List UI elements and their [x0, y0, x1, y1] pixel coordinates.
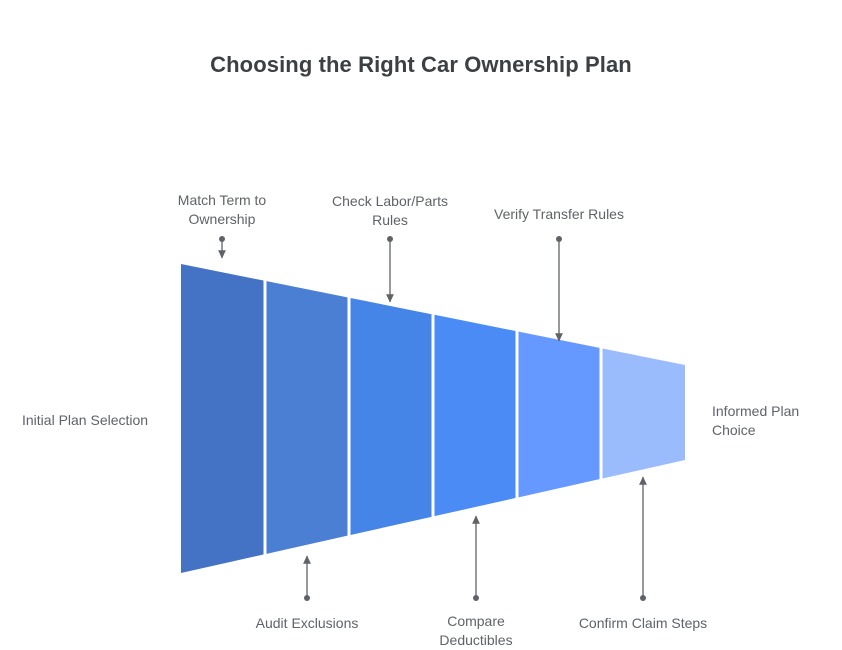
connector-dot [219, 236, 225, 242]
connector-top-1 [386, 236, 394, 303]
funnel-segment-initial-plan-selection[interactable] [181, 264, 264, 573]
connector-dot [556, 236, 562, 242]
stage-label-top-1: Check Labor/Parts Rules [332, 193, 448, 228]
connector-dot [473, 595, 479, 601]
page-title: Choosing the Right Car Ownership Plan [210, 52, 632, 77]
connector-dot [387, 236, 393, 242]
stage-label-top-0: Match Term to Ownership [177, 192, 267, 227]
connector-dot [304, 595, 310, 601]
funnel-start-label: Initial Plan Selection [22, 412, 149, 428]
funnel-segment-compare-deductibles[interactable] [518, 331, 600, 498]
funnel-segment-check-labor-parts-rules[interactable] [434, 314, 516, 517]
funnel-segment-match-term-to-ownership[interactable] [266, 281, 348, 554]
funnel-segment-confirm-claim-steps[interactable] [602, 348, 686, 479]
stage-label-bottom-1: Compare Deductibles [439, 613, 513, 648]
connector-arrows [218, 236, 647, 601]
stage-label-top-2: Verify Transfer Rules [494, 206, 624, 222]
connector-bottom-0 [303, 555, 311, 601]
funnel-segment-audit-exclusions[interactable] [350, 297, 432, 535]
connector-bottom-2 [639, 476, 647, 601]
funnel-end-label: Informed Plan Choice [712, 403, 800, 438]
stage-label-bottom-2: Confirm Claim Steps [578, 615, 708, 631]
connector-bottom-1 [472, 515, 480, 601]
connector-dot [640, 595, 646, 601]
stage-label-bottom-0: Audit Exclusions [255, 615, 359, 631]
funnel-segments [181, 264, 685, 573]
connector-top-0 [218, 236, 226, 259]
connector-top-2 [555, 236, 563, 342]
